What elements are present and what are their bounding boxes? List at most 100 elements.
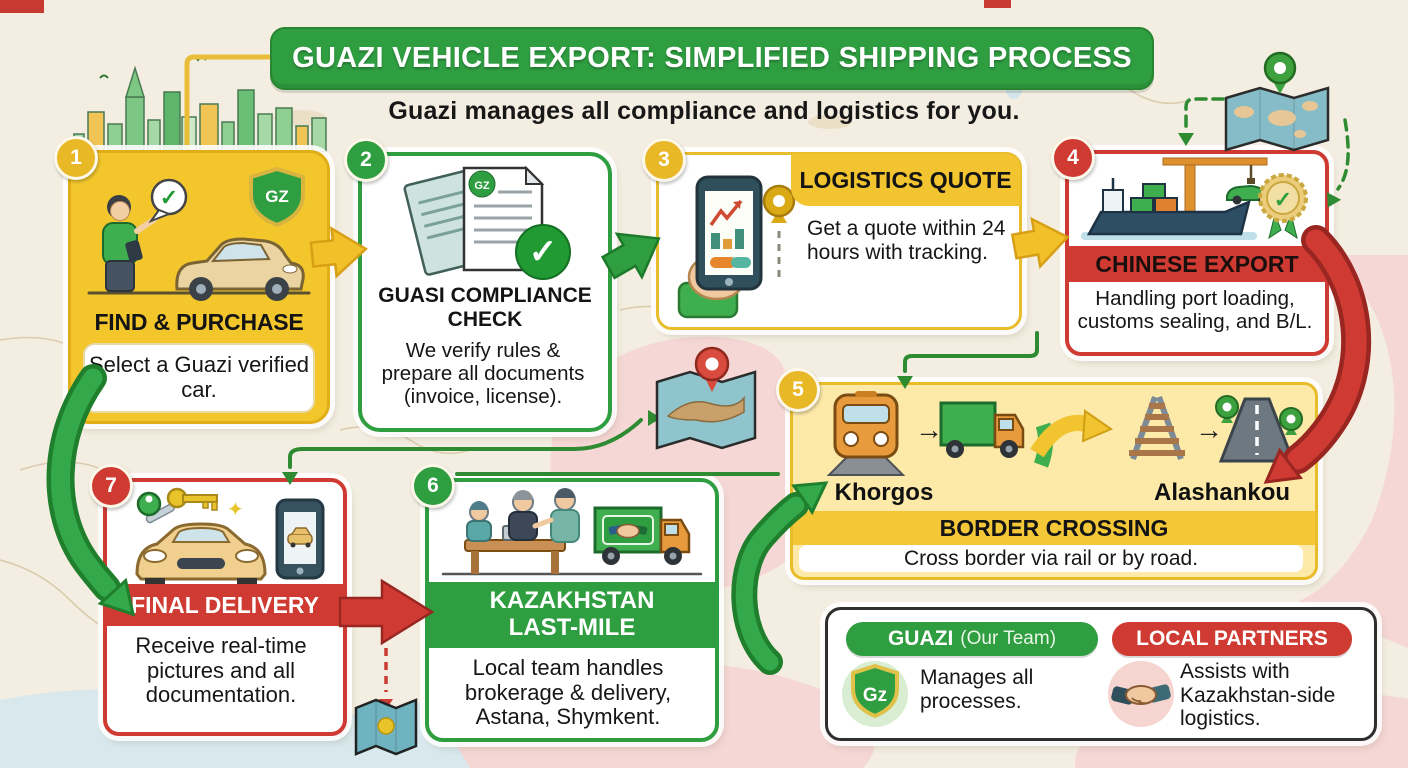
step-card-final-delivery: ✦ FINAL DELIVERY Receive real-: [103, 478, 347, 736]
sparkle-glyph: ✦: [227, 499, 244, 521]
step-title: KAZAKHSTAN LAST-MILE: [489, 587, 655, 641]
ribbon-badge-icon: ✓: [1258, 173, 1308, 240]
phone-icon: [695, 175, 763, 291]
gz-shield-icon: GZ: [249, 166, 305, 228]
connector-step4-to-step5: [903, 331, 1039, 373]
meeting-desk-icon: [464, 488, 580, 574]
banner-connector-line: [184, 54, 280, 152]
step-title-band: KAZAKHSTAN LAST-MILE: [425, 582, 719, 648]
svg-text:✓: ✓: [160, 185, 178, 210]
arrow-step4-to-step5-curve: [1263, 225, 1372, 484]
step-desc-box: Select a Guazi verified car.: [83, 343, 315, 413]
step-desc: Cross border via rail or by road.: [903, 546, 1199, 570]
svg-text:✓: ✓: [529, 233, 558, 271]
step-desc: Receive real-time pictures and all docum…: [135, 633, 307, 708]
person-icon: [102, 195, 158, 292]
check-circle-icon: ✓: [515, 224, 571, 280]
border-point-khorgos: Khorgos: [834, 479, 934, 506]
step-title-band: BORDER CROSSING: [793, 511, 1315, 545]
legend-guazi-suffix: (Our Team): [960, 628, 1057, 649]
step-desc: Handling port loading, customs sealing, …: [1077, 287, 1313, 333]
car-icon: [175, 237, 305, 301]
arrow-step1-to-step2: [309, 226, 368, 279]
legend-partners-pill: LOCAL PARTNERS: [1112, 622, 1352, 656]
arrow-step7-to-step6: [338, 578, 435, 646]
legend-guazi-desc: Manages all processes.: [920, 666, 1034, 713]
truck-icon: [939, 401, 1025, 458]
step-title: CHINESE EXPORT: [1095, 250, 1299, 277]
kazakhstan-flag-map-icon: [354, 698, 418, 756]
step-desc: Local team handles brokerage & delivery,…: [464, 655, 672, 730]
svg-text:GZ: GZ: [265, 187, 289, 206]
step-card-compliance-check: GZ ✓ GUASI COMPLIANCE CHECK We verify ru…: [358, 152, 612, 432]
buyer-and-car-illustration: ✓ GZ: [87, 166, 311, 301]
step-desc: We verify rules & prepare all documents …: [381, 339, 585, 408]
arrow-right-glyph: →: [915, 414, 943, 445]
step-badge-3: 3: [642, 138, 686, 182]
arrow-step2-to-step3: [600, 232, 661, 280]
step-badge-5: 5: [776, 368, 820, 412]
border-crossing-icons: → →: [826, 391, 1303, 476]
step-card-kazakhstan-last-mile: KAZAKHSTAN LAST-MILE Local team handles …: [425, 478, 719, 742]
svg-text:GZ: GZ: [474, 180, 490, 192]
legend-box: GUAZI (Our Team) LOCAL PARTNERS Gz Manag…: [825, 607, 1377, 741]
step-title: LOGISTICS QUOTE: [799, 166, 1012, 193]
car-keys-icon: [136, 487, 218, 524]
phone-with-car-icon: [275, 498, 325, 580]
arrow-step6-to-step5: [731, 481, 829, 675]
step-desc: Select a Guazi verified car.: [88, 352, 310, 402]
corner-mark-right: [984, 0, 1011, 8]
legend-guazi-pill: GUAZI (Our Team): [846, 622, 1098, 656]
check-bubble-icon: ✓: [148, 178, 188, 224]
connector-arrowhead: [1326, 192, 1342, 208]
step-badge-4: 4: [1051, 136, 1095, 180]
step-title: FINAL DELIVERY: [131, 591, 319, 618]
step-badge-2: 2: [344, 138, 388, 182]
gz-shield-badge-icon: Gz: [842, 661, 908, 727]
step-badge-6: 6: [411, 464, 455, 508]
train-icon: [826, 391, 906, 476]
location-pin-icon: [762, 184, 796, 279]
connector-arrowhead: [282, 472, 298, 485]
step-card-border-crossing: → →: [790, 382, 1318, 580]
arrow-step1-to-step7: [46, 364, 136, 617]
corner-mark-left: [0, 0, 44, 13]
cargo-ship-icon: [1086, 178, 1251, 236]
step-desc-box: Cross border via rail or by road.: [799, 545, 1303, 572]
region-map-icon: [655, 346, 757, 450]
handshake-icon: [1108, 661, 1174, 727]
step-title-band: LOGISTICS QUOTE: [791, 154, 1020, 206]
step-title: BORDER CROSSING: [939, 514, 1169, 541]
svg-text:Gz: Gz: [863, 685, 887, 706]
phone-in-hand-illustration: [677, 175, 796, 319]
legend-partners-label: LOCAL PARTNERS: [1136, 627, 1328, 650]
delivery-handover-illustration: ✦: [135, 487, 325, 584]
title-banner: GUAZI VEHICLE EXPORT: SIMPLIFIED SHIPPIN…: [270, 27, 1154, 90]
road-icon: [1218, 397, 1296, 463]
step-card-logistics-quote: LOGISTICS QUOTE Get a quote within 24 ho…: [656, 152, 1022, 330]
connector-step2-to-step7: [288, 418, 780, 476]
step-title-band: FINAL DELIVERY: [103, 584, 347, 626]
step-badge-1: 1: [54, 136, 98, 180]
delivery-truck-handshake-icon: [593, 506, 691, 565]
crane-icon: [1162, 157, 1268, 217]
dashed-connector-map: [1184, 97, 1350, 191]
step-title: FIND & PURCHASE: [94, 309, 304, 335]
connector-arrowhead: [897, 376, 913, 389]
map-pin-icon: [1279, 407, 1303, 435]
documents-check-illustration: GZ ✓: [403, 165, 571, 280]
legend-guazi-label: GUAZI: [887, 627, 954, 650]
arrow-step3-to-step4: [1010, 216, 1070, 270]
step-badge-7: 7: [89, 464, 133, 508]
local-team-illustration: [441, 488, 703, 576]
svg-text:✓: ✓: [1274, 187, 1292, 212]
connector-arrowhead: [648, 410, 661, 426]
world-map-icon: [1224, 51, 1330, 152]
step-title-band: CHINESE EXPORT: [1065, 246, 1329, 282]
page-title: GUAZI VEHICLE EXPORT: SIMPLIFIED SHIPPIN…: [292, 42, 1132, 74]
arrow-right-glyph: →: [1195, 414, 1223, 445]
border-point-alashankou: Alashankou: [1153, 479, 1291, 506]
step-card-find-purchase: ✓ GZ FIND & PURCHASE Select a Guazi veri…: [68, 150, 330, 424]
map-pin-icon: [1215, 395, 1239, 423]
